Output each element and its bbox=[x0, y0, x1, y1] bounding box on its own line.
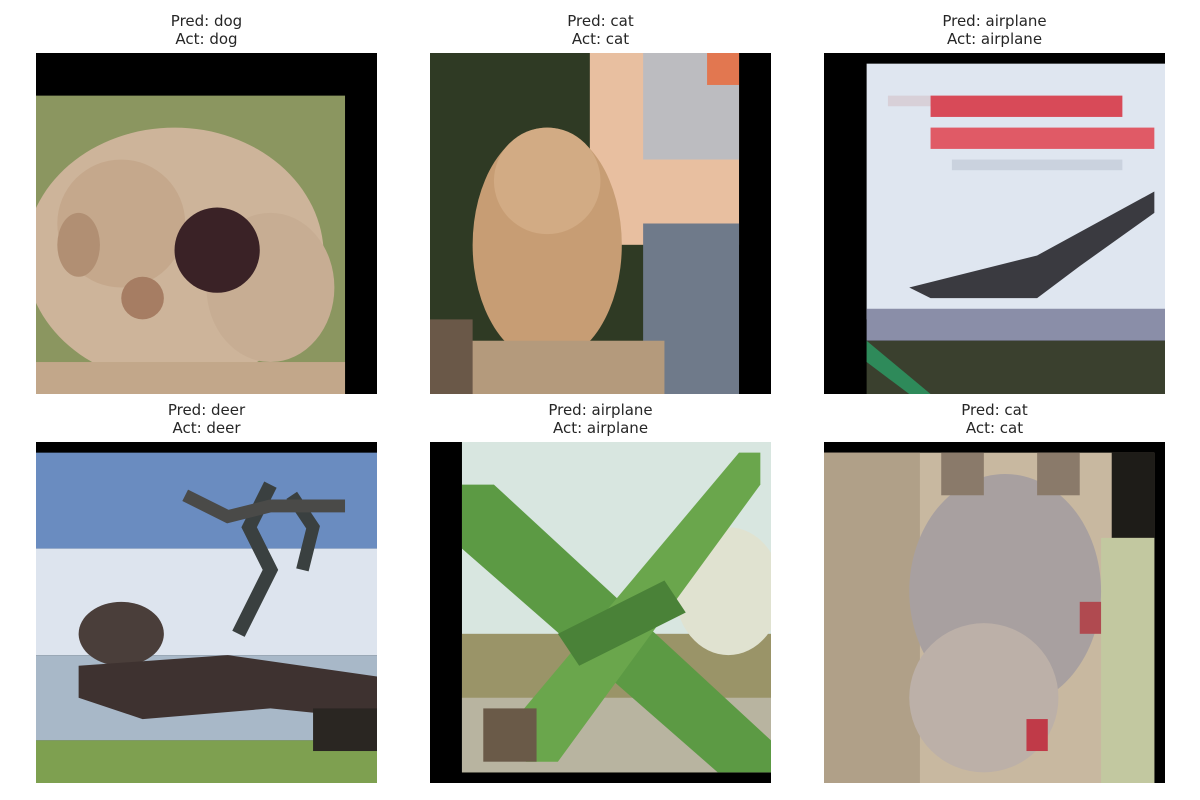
panel-title: Pred: deer Act: deer bbox=[36, 401, 377, 437]
panel: Pred: airplane Act: airplane bbox=[430, 401, 771, 437]
panel-title: Pred: cat Act: cat bbox=[824, 401, 1165, 437]
image-cat bbox=[824, 442, 1165, 783]
panel-title: Pred: dog Act: dog bbox=[36, 12, 377, 48]
pred-label: Pred: airplane bbox=[942, 12, 1047, 30]
image-airplane bbox=[824, 53, 1165, 394]
act-label: Act: airplane bbox=[946, 30, 1043, 48]
act-label: Act: cat bbox=[965, 419, 1024, 437]
image-deer bbox=[36, 442, 377, 783]
panel-title: Pred: cat Act: cat bbox=[430, 12, 771, 48]
image-cat bbox=[430, 53, 771, 394]
image-airplane bbox=[430, 442, 771, 783]
panel: Pred: deer Act: deer bbox=[36, 401, 377, 437]
image-dog bbox=[36, 53, 377, 394]
pred-label: Pred: airplane bbox=[548, 401, 653, 419]
panel: Pred: airplane Act: airplane bbox=[824, 12, 1165, 48]
act-label: Act: deer bbox=[172, 419, 241, 437]
panel: Pred: cat Act: cat bbox=[430, 12, 771, 48]
panel-title: Pred: airplane Act: airplane bbox=[430, 401, 771, 437]
act-label: Act: dog bbox=[175, 30, 238, 48]
act-label: Act: airplane bbox=[552, 419, 649, 437]
pred-label: Pred: cat bbox=[961, 401, 1028, 419]
panel: Pred: dog Act: dog bbox=[36, 12, 377, 48]
pred-label: Pred: dog bbox=[170, 12, 243, 30]
panel: Pred: cat Act: cat bbox=[824, 401, 1165, 437]
pred-label: Pred: deer bbox=[167, 401, 246, 419]
panel-title: Pred: airplane Act: airplane bbox=[824, 12, 1165, 48]
act-label: Act: cat bbox=[571, 30, 630, 48]
pred-label: Pred: cat bbox=[567, 12, 634, 30]
